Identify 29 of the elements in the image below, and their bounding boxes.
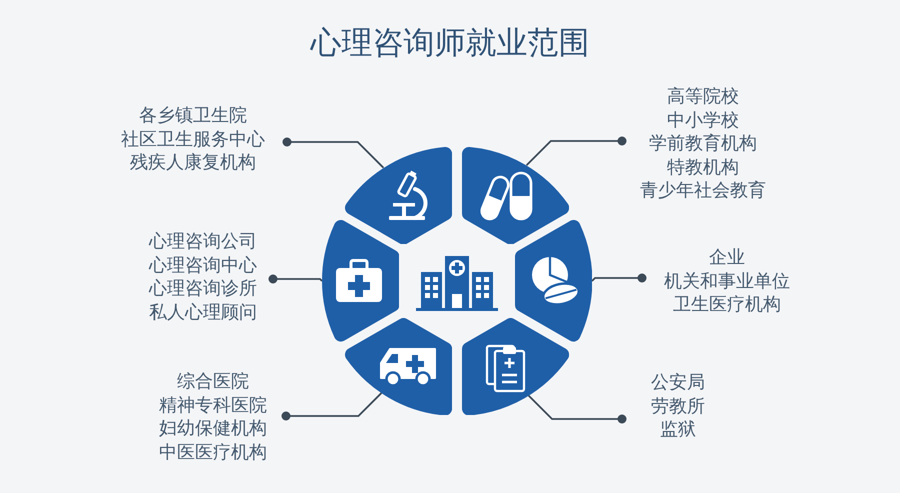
leader-line	[268, 274, 323, 284]
list-item: 劳教所	[651, 394, 705, 418]
list-item: 中医医疗机构	[159, 440, 267, 464]
list-item: 精神专科医院	[159, 394, 267, 417]
list-item: 中小学校	[667, 108, 739, 132]
leader-line	[591, 274, 646, 282]
list-item: 高等院校	[667, 85, 739, 108]
list-item: 青少年社会教育	[640, 179, 766, 202]
list-item: 公安局	[651, 371, 705, 394]
list-item: 心理咨询公司	[149, 230, 257, 254]
list-item: 机关和事业单位	[664, 270, 790, 293]
list-item: 残疾人康复机构	[130, 151, 256, 174]
list-item: 特教机构	[667, 156, 739, 179]
list-item: 综合医院	[177, 370, 249, 394]
list-item: 各乡镇卫生院	[139, 104, 247, 128]
list-item: 妇幼保健机构	[159, 417, 267, 440]
leader-line	[282, 392, 382, 420]
title: 心理咨询师就业范围	[310, 24, 590, 63]
leader-line	[282, 138, 384, 168]
list-item: 企业	[709, 246, 745, 270]
list-item: 监狱	[660, 418, 696, 442]
list-item: 私人心理顾问	[149, 300, 257, 324]
leader-line	[528, 394, 626, 424]
list-item: 学前教育机构	[649, 132, 757, 156]
list-item: 心理咨询诊所	[149, 277, 257, 300]
list-item: 社区卫生服务中心	[121, 128, 265, 151]
list-item: 卫生医疗机构	[673, 293, 781, 316]
leader-line	[526, 136, 626, 166]
list-item: 心理咨询中心	[149, 254, 257, 277]
